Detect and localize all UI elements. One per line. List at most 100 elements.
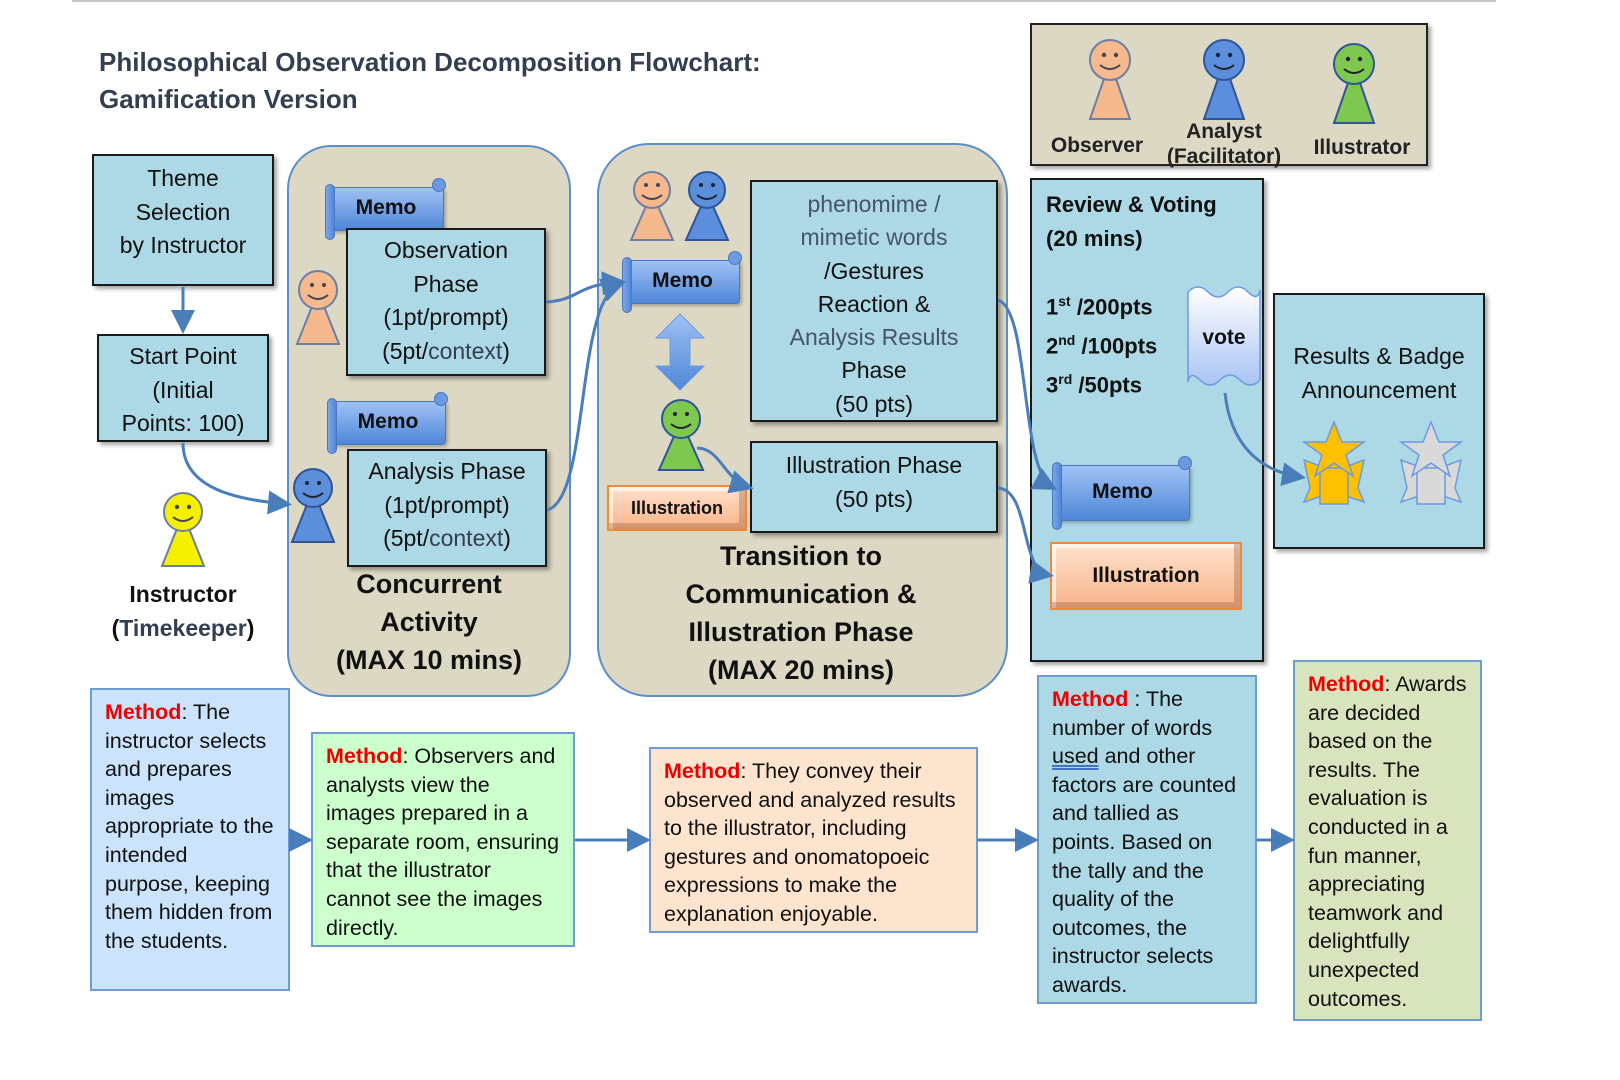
legend-observer-label: Observer	[1050, 134, 1144, 157]
method-text: : Awards are decided based on the result…	[1308, 672, 1467, 1011]
illustration-phase-line: Illustration Phase	[785, 452, 963, 478]
analyst-pawn-icon	[684, 171, 730, 241]
analyst-pawn-icon	[1202, 39, 1246, 120]
timekeeper-word: Timekeeper	[119, 615, 247, 641]
observation-phase-box: Observation Phase (1pt/prompt) (5pt/cont…	[346, 228, 546, 376]
illustration-phase-line: (50 pts)	[835, 485, 913, 512]
method-text: : The number of words	[1052, 687, 1213, 740]
text: (5pt/	[382, 337, 429, 364]
review-duration: (20 mins)	[1046, 225, 1143, 251]
method-text: and other factors are counted and tallie…	[1052, 744, 1237, 997]
start-point-line: (Initial	[152, 376, 214, 403]
method-label: Method	[1308, 672, 1385, 696]
legend-analyst-line2: (Facilitator)	[1166, 145, 1282, 168]
analysis-line: Analysis Phase	[368, 458, 526, 484]
rank-sup: st	[1058, 293, 1071, 309]
results-line: Announcement	[1301, 377, 1457, 403]
group-label-line: (MAX 10 mins)	[335, 645, 523, 675]
rank-pts: /100pts	[1075, 333, 1158, 359]
start-point-box: Start Point (Initial Points: 100)	[97, 334, 269, 442]
gold-badge-icon	[1301, 420, 1367, 505]
method-text: : The instructor selects and prepares im…	[105, 700, 274, 953]
instructor-title: Instructor	[129, 581, 237, 607]
group-label-line: Illustration Phase	[688, 617, 914, 647]
legend-analyst-label: Analyst (Facilitator)	[1157, 119, 1291, 169]
analysis-phase-box: Analysis Phase (1pt/prompt) (5pt/context…	[347, 449, 547, 567]
instructor-subtitle: (Timekeeper)	[88, 611, 278, 645]
method-label: Method	[1052, 687, 1129, 711]
illustrator-pawn-icon	[1332, 43, 1376, 124]
page-title: Philosophical Observation Decomposition …	[99, 44, 761, 118]
method-box-theme: Method: The instructor selects and prepa…	[90, 688, 290, 991]
rank-sup: nd	[1058, 331, 1076, 348]
theme-line: by Instructor	[119, 232, 247, 258]
theme-selection-box: Theme Selection by Instructor	[92, 154, 274, 286]
observation-line: (1pt/prompt)	[383, 304, 509, 330]
method-text: : Observers and analysts view the images…	[326, 744, 560, 940]
method-text-underlined: used	[1052, 744, 1099, 769]
illustrator-pawn-icon	[657, 399, 705, 471]
analysis-memo-tag: Memo	[327, 392, 448, 454]
group-label-line: Activity	[380, 607, 478, 637]
paren: (	[111, 615, 120, 641]
legend-analyst-line1: Analyst	[1186, 120, 1262, 143]
rank-num: 2	[1046, 333, 1059, 359]
theme-line: Selection	[135, 198, 231, 225]
paren: )	[246, 615, 255, 641]
start-point-line: Points: 100)	[121, 410, 245, 436]
results-badge-box: Results & Badge Announcement	[1273, 293, 1485, 549]
analyst-pawn-icon	[290, 468, 336, 543]
rank-pts: /50pts	[1072, 371, 1142, 397]
review-memo-tag: Memo	[1052, 456, 1192, 530]
observation-line: (5pt/context)	[348, 335, 544, 369]
observer-pawn-icon	[1088, 39, 1132, 120]
text: )	[503, 525, 511, 551]
role-legend: Observer Analyst (Facilitator) Illustrat…	[1030, 23, 1428, 169]
concurrent-activity-label: Concurrent Activity (MAX 10 mins)	[300, 565, 558, 679]
results-line: Results & Badge	[1293, 343, 1465, 369]
review-illustration-tag: Illustration	[1050, 542, 1242, 610]
method-label: Method	[326, 744, 403, 768]
illustration-tag: Illustration	[607, 485, 747, 531]
group-label-line: Transition to	[720, 541, 882, 571]
observation-line: Phase	[413, 270, 479, 297]
reaction-line: Analysis Results	[789, 324, 959, 351]
theme-line: Theme	[147, 165, 219, 191]
reaction-line: Reaction &	[817, 290, 931, 317]
reaction-line: mimetic words	[800, 224, 948, 251]
method-box-review: Method : The number of words used and ot…	[1037, 675, 1257, 1004]
observation-line: Observation	[383, 237, 508, 263]
instructor-label: Instructor (Timekeeper)	[88, 577, 278, 645]
title-line-2: Gamification Version	[99, 84, 358, 114]
vote-label: vote	[1202, 326, 1246, 349]
transition-memo-tag: Memo	[622, 251, 742, 313]
method-label: Method	[105, 700, 182, 724]
observer-pawn-icon	[295, 270, 341, 345]
analysis-line: (1pt/prompt)	[384, 491, 510, 518]
silver-badge-icon	[1398, 420, 1464, 505]
bidirectional-arrow-icon	[654, 313, 706, 391]
reaction-line: Phase	[841, 357, 907, 384]
instructor-pawn-icon	[160, 492, 206, 567]
reaction-analysis-box: phenomime / mimetic words /Gestures Reac…	[750, 180, 998, 422]
group-label-line: Communication &	[685, 579, 917, 609]
text: )	[502, 337, 510, 364]
reaction-line: (50 pts)	[835, 390, 913, 417]
rank-pts: /200pts	[1070, 294, 1153, 320]
review-title: Review & Voting	[1046, 192, 1217, 217]
method-text: : They convey their observed and analyze…	[664, 759, 956, 926]
group-label-line: (MAX 20 mins)	[707, 655, 895, 685]
start-point-line: Start Point	[129, 343, 237, 369]
text: context	[429, 525, 504, 551]
transition-label: Transition to Communication & Illustrati…	[620, 537, 982, 689]
rank-sup: rd	[1058, 370, 1073, 387]
top-divider	[72, 0, 1496, 2]
method-label: Method	[664, 759, 741, 783]
vote-banner-icon	[1187, 286, 1261, 386]
legend-illustrator-label: Illustrator	[1313, 136, 1411, 159]
method-box-transition: Method: They convey their observed and a…	[649, 747, 978, 933]
reaction-line: /Gestures	[824, 257, 924, 284]
text: context	[428, 337, 503, 364]
observer-pawn-icon	[629, 171, 675, 241]
observation-memo-tag: Memo	[325, 178, 446, 240]
